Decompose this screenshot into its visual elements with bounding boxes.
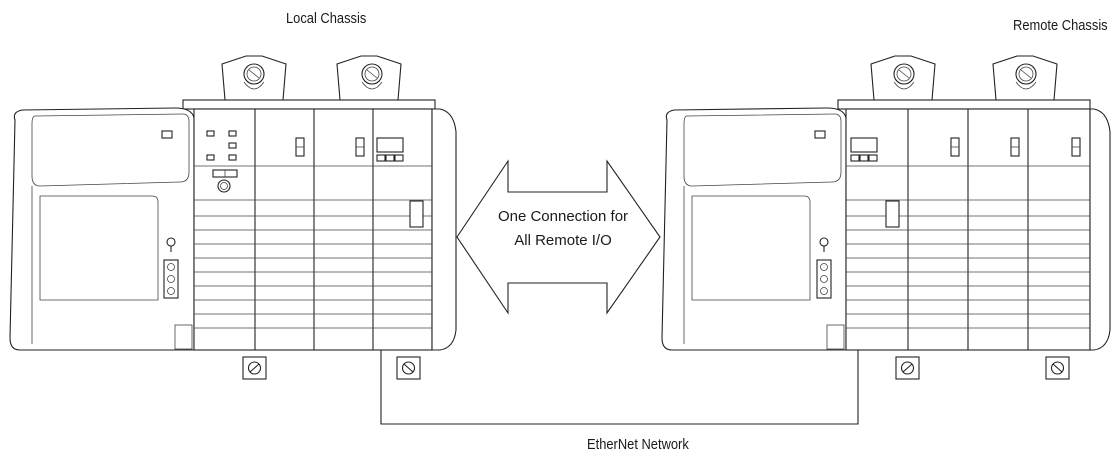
local-bottom-tab-left <box>242 356 267 380</box>
local-power-supply <box>9 107 195 351</box>
remote-slot-lines <box>846 165 1090 329</box>
local-bottom-tab-right <box>396 356 421 380</box>
network-label: EtherNet Network <box>587 436 689 453</box>
remote-bottom-tab-right <box>1045 356 1070 380</box>
local-mount-tab-right <box>336 55 402 101</box>
connection-label-line2: All Remote I/O <box>514 232 612 249</box>
remote-power-supply <box>661 107 847 351</box>
ethernet-cable <box>380 350 859 425</box>
remote-chassis <box>661 55 1111 380</box>
local-chassis-label: Local Chassis <box>286 10 367 27</box>
connection-label: One Connection for All Remote I/O <box>478 205 648 253</box>
remote-chassis-label: Remote Chassis <box>1013 17 1108 34</box>
connection-label-line1: One Connection for <box>497 208 629 225</box>
remote-mount-tab-right <box>992 55 1058 101</box>
remote-mount-tab-left <box>870 55 936 101</box>
remote-bottom-tab-left <box>895 356 920 380</box>
local-chassis <box>9 55 457 380</box>
local-slot-lines <box>194 165 432 329</box>
local-mount-tab-left <box>221 55 287 101</box>
connection-arrow <box>456 159 661 315</box>
